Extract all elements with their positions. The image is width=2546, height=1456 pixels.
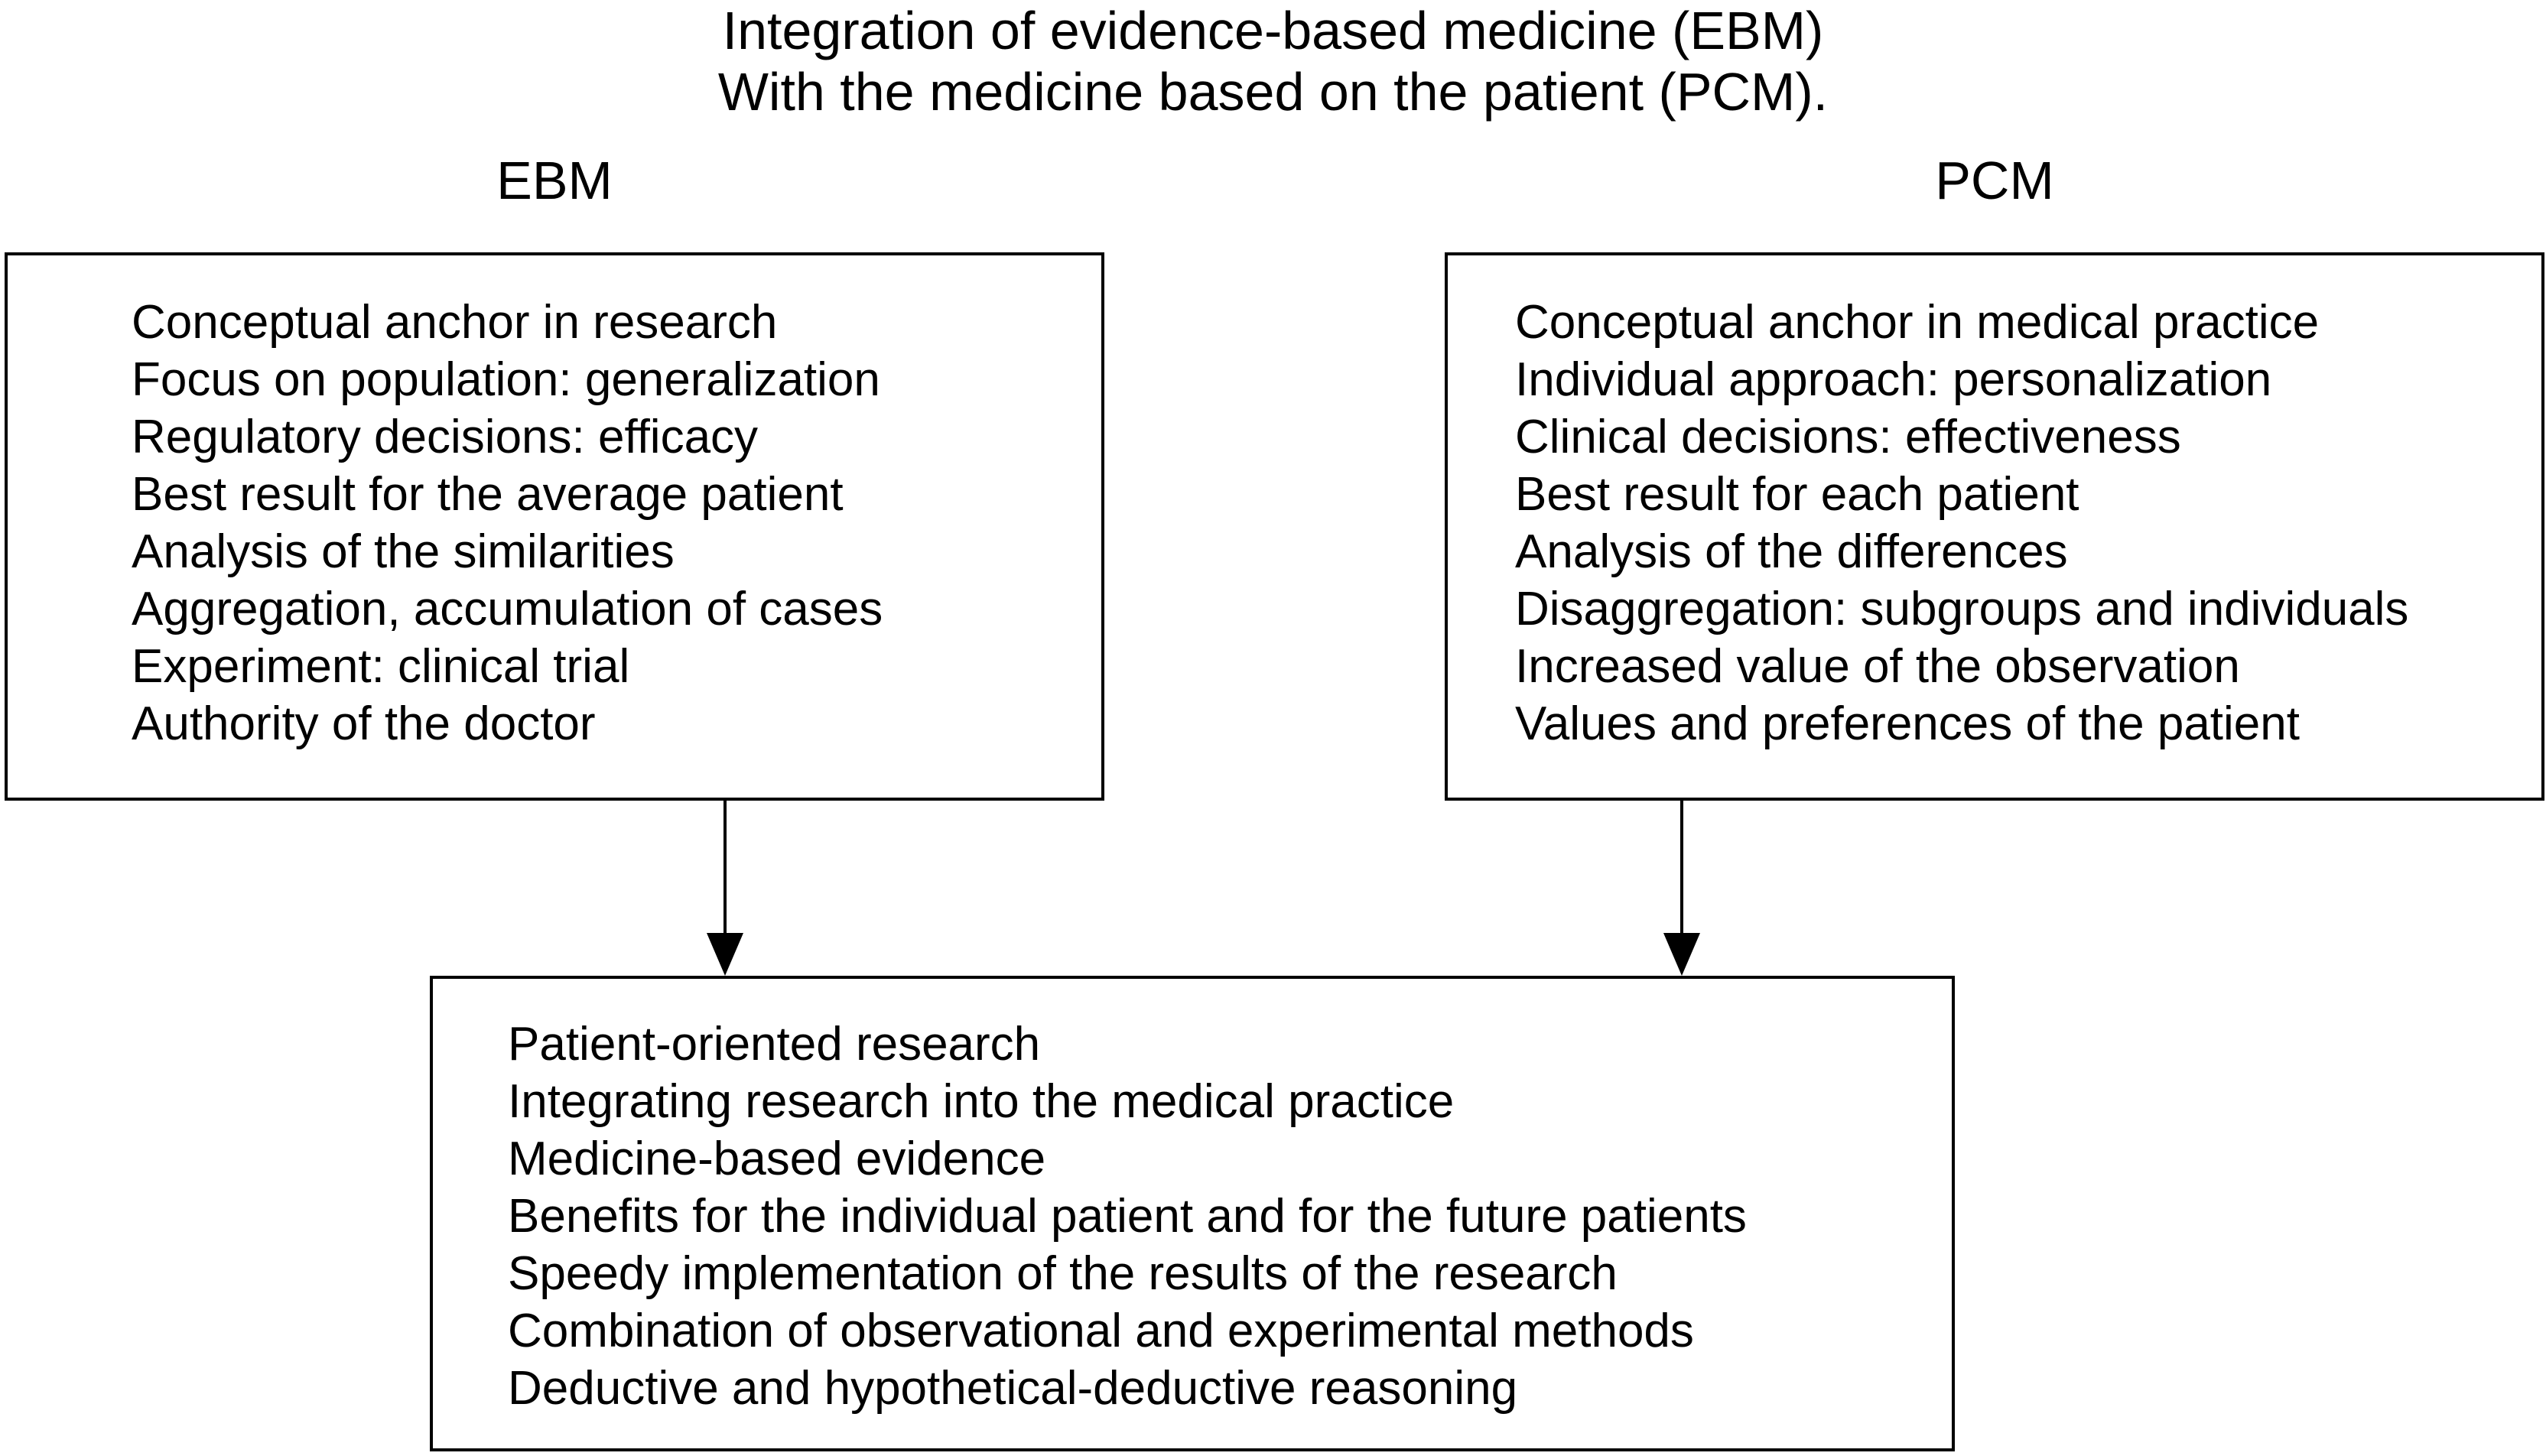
figure-title-line-2: With the medicine based on the patient (… [717,62,1829,122]
ebm-item: Experiment: clinical trial [132,640,630,693]
ebm-item: Best result for the average patient [132,468,844,521]
ebm-item: Authority of the doctor [132,697,596,750]
ebm-item: Regulatory decisions: efficacy [132,411,759,463]
ebm-column-label: EBM [496,151,613,210]
pcm-item: Disaggregation: subgroups and individual… [1515,583,2409,635]
pcm-item: Best result for each patient [1515,468,2079,521]
figure-title-line-1: Integration of evidence-based medicine (… [722,1,1824,60]
integration-item: Patient-oriented research [508,1018,1041,1071]
pcm-item: Analysis of the differences [1515,525,2068,578]
pcm-column-label: PCM [1935,151,2054,210]
ebm-to-integration-arrow [707,801,743,976]
integration-item: Medicine-based evidence [508,1133,1046,1185]
pcm-item: Values and preferences of the patient [1515,697,2300,750]
ebm-item: Conceptual anchor in research [132,296,778,349]
ebm-item: Analysis of the similarities [132,525,675,578]
arrow-shaft [723,801,727,933]
down-arrow-icon [707,933,743,976]
ebm-item: Aggregation, accumulation of cases [132,583,883,635]
integration-item: Deductive and hypothetical-deductive rea… [508,1362,1518,1415]
integration-item: Speedy implementation of the results of … [508,1247,1618,1300]
figure-title: Integration of evidence-based medicine (… [0,0,2546,122]
arrow-shaft [1680,801,1683,933]
pcm-item: Clinical decisions: effectiveness [1515,411,2181,463]
down-arrow-icon [1663,933,1700,976]
integration-item: Combination of observational and experim… [508,1305,1694,1357]
ebm-item: Focus on population: generalization [132,353,880,406]
pcm-item: Conceptual anchor in medical practice [1515,296,2320,349]
pcm-to-integration-arrow [1663,801,1700,976]
integration-item: Integrating research into the medical pr… [508,1075,1455,1128]
pcm-item: Individual approach: personalization [1515,353,2272,406]
pcm-item: Increased value of the observation [1515,640,2240,693]
integration-item: Benefits for the individual patient and … [508,1190,1747,1243]
